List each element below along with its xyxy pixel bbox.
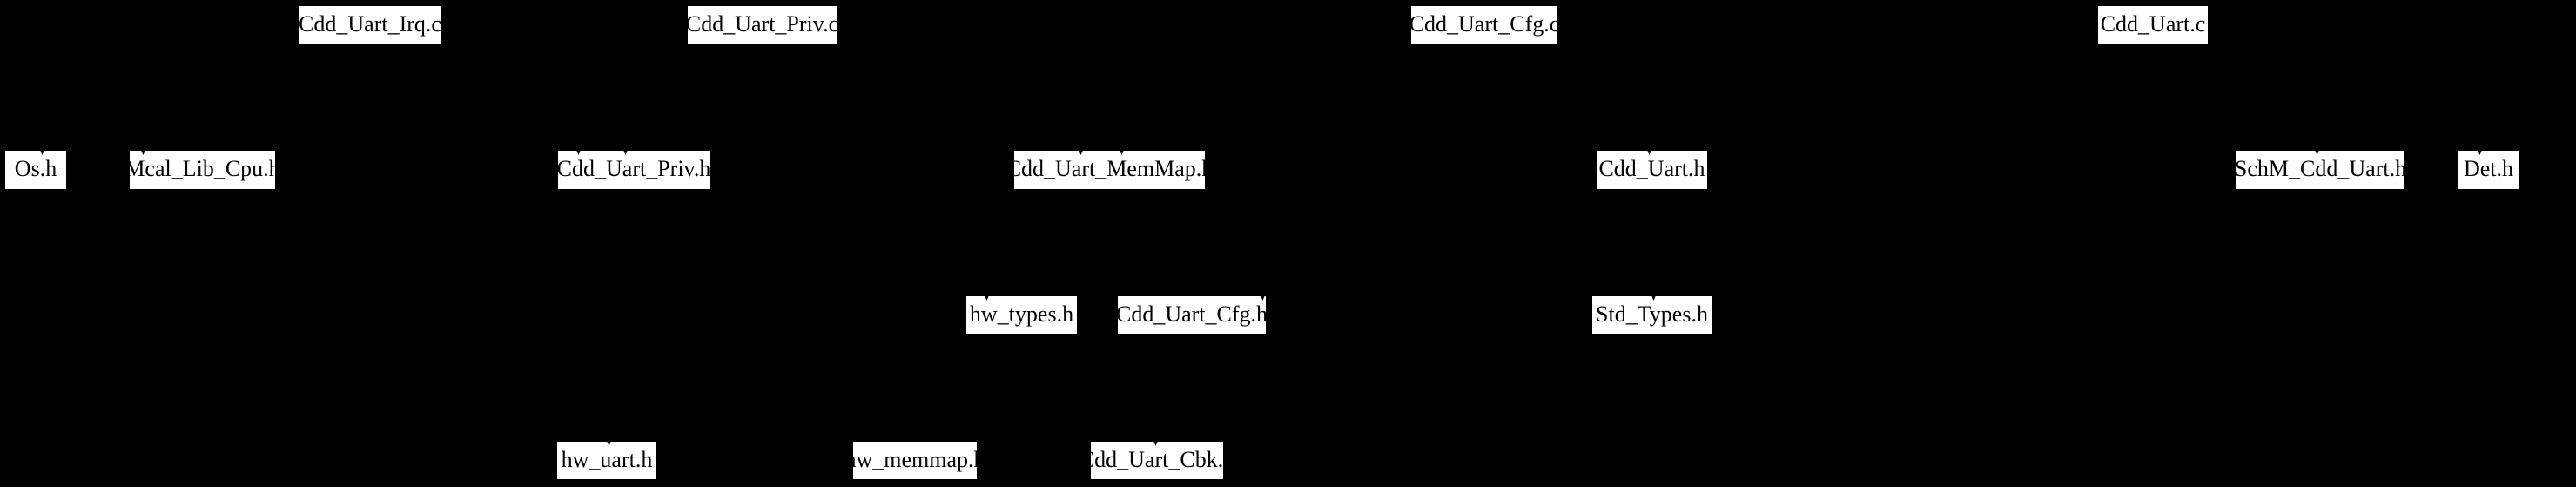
edge-arrowhead-icon (1651, 295, 1656, 301)
node-label: Os.h (14, 156, 57, 181)
node-hw-uart-h[interactable]: hw_uart.h (556, 441, 657, 480)
edge-arrowhead-icon (623, 150, 628, 155)
node-label: Cdd_Uart_Cbk.h (1079, 446, 1235, 472)
edge-arrowhead-icon (1261, 295, 1265, 301)
node-cdd-uart-cfg-h[interactable]: Cdd_Uart_Cfg.h (1115, 295, 1268, 335)
node-label: Det.h (2463, 156, 2514, 181)
edge-arrowhead-icon (985, 295, 989, 301)
node-label: Cdd_Uart_Cfg.h (1115, 301, 1268, 327)
node-label: Cdd_Uart_Cfg.c (1409, 11, 1560, 37)
node-mcal-lib-cpu-h[interactable]: Mcal_Lib_Cpu.h (124, 150, 280, 190)
node-label: Cdd_Uart_Priv.h (556, 156, 711, 181)
node-label: hw_memmap.h (844, 446, 985, 472)
node-os-h[interactable]: Os.h (4, 150, 67, 190)
edge-arrowhead-icon (1647, 150, 1651, 155)
node-cdd-uart-cbk-h[interactable]: Cdd_Uart_Cbk.h (1079, 441, 1234, 480)
edge-arrowhead-icon (141, 150, 145, 155)
edge-arrowhead-icon (40, 150, 44, 155)
node-cdd-uart-priv-h[interactable]: Cdd_Uart_Priv.h (557, 150, 710, 190)
edge-arrowhead-icon (1153, 441, 1158, 446)
node-label: SchM_Cdd_Uart.h (2234, 156, 2407, 181)
edge-arrowhead-icon (607, 441, 611, 446)
node-det-h[interactable]: Det.h (2457, 150, 2520, 190)
node-schm-cdd-uart-h[interactable]: SchM_Cdd_Uart.h (2234, 150, 2407, 190)
node-hw-types-h[interactable]: hw_types.h (965, 295, 1078, 335)
node-std-types-h[interactable]: Std_Types.h (1591, 295, 1712, 335)
node-label: Cdd_Uart_Irq.c (299, 11, 441, 37)
node-cdd-uart-h[interactable]: Cdd_Uart.h (1596, 150, 1708, 190)
node-cdd-uart-irq-c[interactable]: Cdd_Uart_Irq.c (298, 5, 442, 45)
edge-arrowhead-icon (2478, 150, 2482, 155)
node-hw-memmap-h[interactable]: hw_memmap.h (844, 441, 985, 480)
edge-arrowhead-icon (1120, 150, 1124, 155)
edge-arrowhead-icon (576, 150, 581, 155)
node-label: hw_uart.h (561, 446, 653, 472)
edge-arrowhead-icon (1079, 150, 1083, 155)
node-label: hw_types.h (969, 301, 1074, 327)
node-label: Cdd_Uart.h (1598, 156, 1705, 181)
node-cdd-uart-priv-c[interactable]: Cdd_Uart_Priv.c (685, 5, 839, 45)
node-label: Cdd_Uart_MemMap.h (1006, 156, 1214, 181)
node-cdd-uart-memmap-h[interactable]: Cdd_Uart_MemMap.h (1006, 150, 1213, 190)
node-label: Cdd_Uart_Priv.c (685, 11, 839, 37)
node-cdd-uart-cfg-c[interactable]: Cdd_Uart_Cfg.c (1409, 5, 1560, 45)
node-cdd-uart-c[interactable]: Cdd_Uart.c (2097, 5, 2209, 45)
node-label: Std_Types.h (1596, 301, 1708, 327)
edge-arrowhead-icon (2315, 150, 2319, 155)
node-label: Mcal_Lib_Cpu.h (124, 156, 280, 181)
node-label: Cdd_Uart.c (2100, 11, 2206, 37)
